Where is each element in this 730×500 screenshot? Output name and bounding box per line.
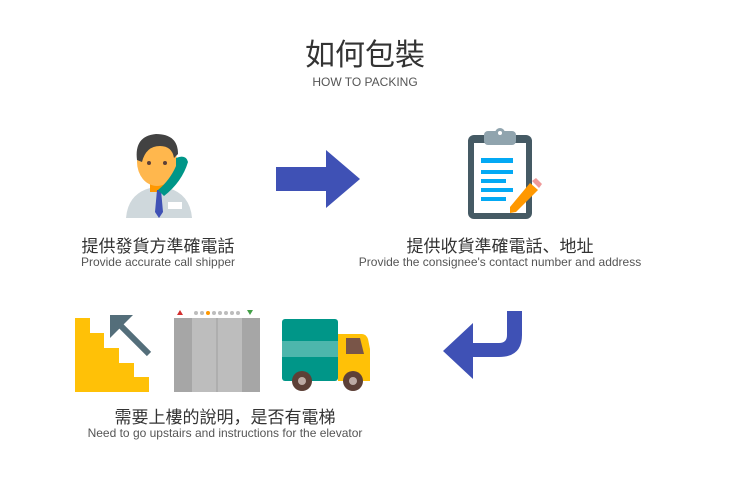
truck-icon — [282, 319, 370, 391]
return-arrow-icon — [443, 311, 522, 379]
page-subtitle: HOW TO PACKING — [312, 75, 418, 89]
arrow-right-icon — [276, 150, 360, 208]
step2-title: 提供收貨準確電話、地址 — [406, 237, 594, 257]
stairs-icon — [75, 315, 152, 392]
customer-service-icon — [126, 134, 192, 218]
step1-title: 提供發貨方準確電話 — [81, 237, 235, 257]
clipboard-icon — [468, 128, 542, 219]
elevator-icon — [174, 310, 260, 392]
step2-subtitle: Provide the consignee's contact number a… — [358, 255, 642, 269]
step3-title: 需要上樓的說明，是否有電梯 — [114, 408, 336, 428]
page-title: 如何包裝 — [305, 38, 425, 73]
step3-subtitle: Need to go upstairs and instructions for… — [87, 426, 363, 440]
step1-subtitle: Provide accurate call shipper — [80, 255, 236, 269]
